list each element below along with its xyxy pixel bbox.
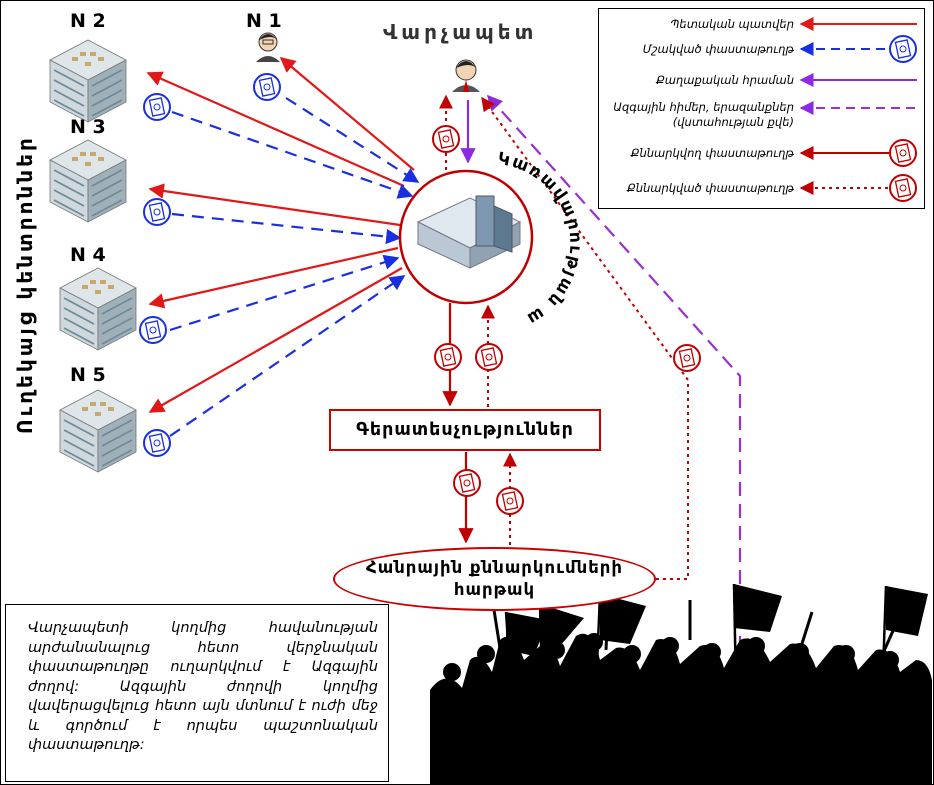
legend: Պետական պատվեր Մշակված փաստաթուղթ Քաղաքա… [598, 8, 925, 209]
document-icon-n2 [143, 93, 171, 121]
legend-label-state-order: Պետական պատվեր [670, 17, 794, 31]
document-icon-blue [889, 35, 917, 63]
center-label-n4: N 4 [70, 244, 106, 266]
document-icon-pm [432, 125, 460, 153]
building-icon-n2 [49, 39, 127, 123]
document-icon-red [889, 139, 917, 167]
doc-arrow-n1 [285, 97, 420, 183]
document-icon-offices-gov [475, 343, 503, 371]
order-arrow-n4 [148, 246, 399, 309]
document-icon-hearings-pm [673, 344, 701, 372]
building-icon-n5 [59, 389, 137, 473]
document-icon-n4 [139, 316, 167, 344]
hearings-to-pm-arrow [481, 96, 689, 580]
government-building-icon [416, 195, 522, 269]
directed-centers-label: Ուղեկայց կենտրոններ [13, 135, 37, 434]
order-arrow-n3 [148, 183, 401, 227]
order-arrow-n2 [146, 71, 405, 188]
person-icon-n1 [256, 32, 280, 62]
legend-label-national-dreams: Ազգային հիմեր, երազանքներ [613, 100, 794, 114]
document-icon-offices-hearings [453, 469, 481, 497]
document-icon-n1 [253, 73, 281, 101]
crowd-silhouette [430, 583, 932, 785]
center-label-n5: N 5 [70, 364, 106, 386]
doc-arrow-n4 [169, 254, 400, 332]
document-icon-gov-offices [434, 343, 462, 371]
legend-label-discussed-doc: Քննարկված փաստաթուղթ [626, 181, 794, 195]
note-box: Վարչապետի կողմից հավանության արժանանալու… [5, 604, 389, 782]
prime-minister-icon [452, 59, 480, 92]
doc-arrow-n2 [171, 110, 414, 199]
prime-minister-label: Վարչապետ [383, 20, 538, 44]
order-arrow-n1 [279, 57, 415, 171]
document-icon-red-2 [889, 174, 917, 202]
doc-arrow-n5 [169, 275, 406, 437]
hearings-label-line2: հարթակ [453, 580, 536, 599]
document-icon-n5 [143, 429, 171, 457]
center-label-n3: N 3 [70, 116, 106, 138]
legend-label-discussing-doc: Քննարկվող փաստաթուղթ [630, 146, 794, 160]
legend-label-political-command: Քաղաքական հրաման [656, 73, 794, 87]
legend-label-developed-doc: Մշակված փաստաթուղթ [642, 42, 794, 56]
dreams-arrow [486, 94, 742, 650]
hearings-label-line1: Հանրային քննարկումների [365, 558, 624, 577]
offices-box: Գերատեսչություններ [329, 409, 601, 451]
offices-label: Գերատեսչություններ [356, 420, 574, 440]
document-icon-hearings-offices [496, 487, 524, 515]
public-hearings-platform: Հանրային քննարկումների հարթակ [333, 547, 656, 611]
legend-symbols [799, 17, 917, 202]
center-label-n2: N 2 [70, 10, 106, 32]
note-text: Վարչապետի կողմից հավանության արժանանալու… [28, 620, 378, 753]
building-icon-n4 [59, 267, 137, 351]
document-icon-n3 [143, 198, 171, 226]
building-icon-n3 [49, 139, 127, 223]
legend-label-confidence-vote: (վստահության քվե) [672, 115, 794, 129]
center-label-n1: N 1 [246, 10, 282, 32]
order-arrow-n5 [148, 267, 403, 413]
doc-arrow-n3 [171, 212, 402, 245]
